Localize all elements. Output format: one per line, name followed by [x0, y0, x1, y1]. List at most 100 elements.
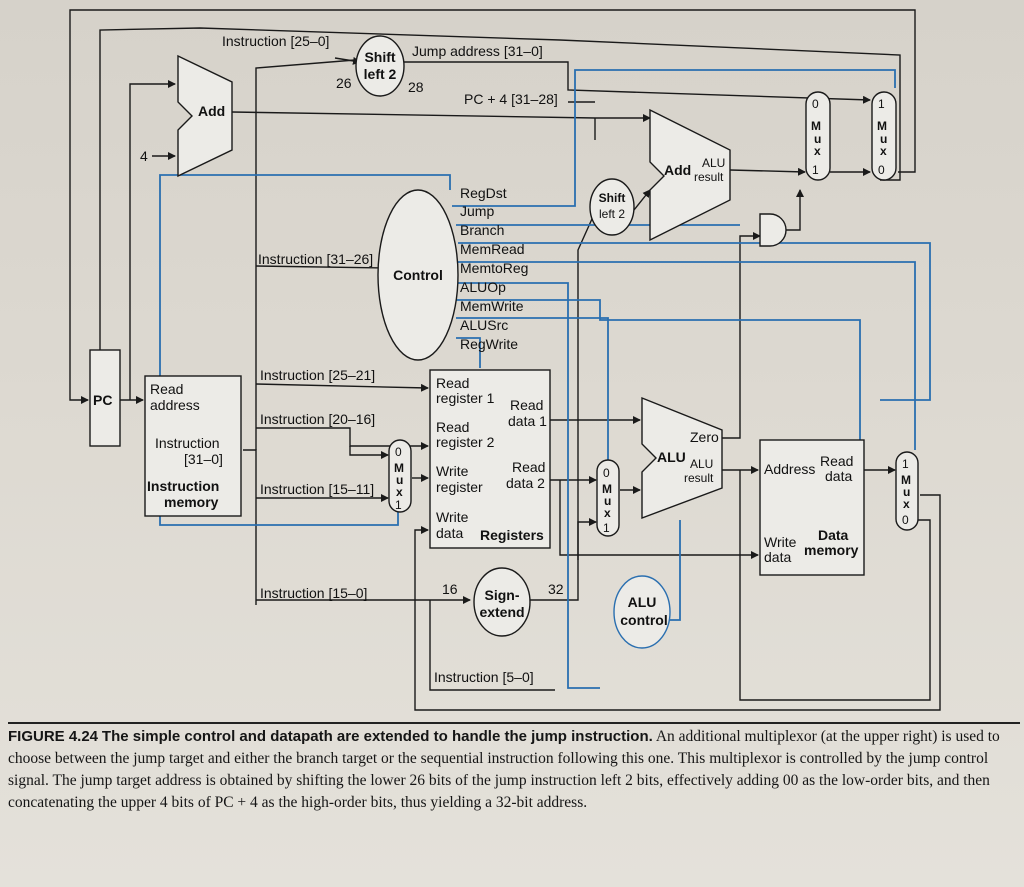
reg-write-b: register [436, 479, 483, 495]
alusrc-mux: 0 M u x 1 [596, 459, 620, 537]
caption-heading: The simple control and datapath are exte… [101, 728, 653, 745]
imem-title-1: Instruction [147, 478, 219, 494]
jump-mux-0: 0 [878, 163, 885, 177]
label-instr-20-16: Instruction [20–16] [260, 411, 375, 427]
alu-control-1: ALU [628, 594, 657, 610]
branch-adder-alu: ALU [702, 156, 725, 170]
caption-body: An additional multiplexor (at the upper … [8, 728, 1000, 811]
alusrc-mux-m: M [602, 482, 612, 496]
signal-regdst: RegDst [460, 185, 507, 201]
alusrc-mux-1: 1 [603, 521, 610, 535]
shift-jump-label-2: left 2 [364, 66, 397, 82]
alu-control-2: control [620, 612, 667, 628]
signal-branch: Branch [460, 222, 504, 238]
signal-regwrite: RegWrite [460, 336, 518, 352]
memtoreg-mux-1: 1 [902, 457, 909, 471]
alu-zero: Zero [690, 429, 719, 445]
alu-result-b: result [684, 471, 714, 485]
signal-aluop: ALUOp [460, 279, 506, 295]
reg-data1-b: data 1 [508, 413, 547, 429]
control-label: Control [393, 267, 443, 283]
reg-data2-a: Read [512, 459, 545, 475]
branch-mux-u: u [814, 132, 821, 146]
pc-label: PC [93, 392, 112, 408]
sign-extend-1: Sign- [485, 587, 520, 603]
reg-data2-b: data 2 [506, 475, 545, 491]
jump-mux-u: u [880, 132, 887, 146]
pc-register: PC [89, 349, 121, 447]
regdst-mux-u: u [396, 473, 403, 487]
imem-read: Read [150, 381, 183, 397]
control-unit: Control [377, 189, 459, 361]
dmem-title-2: memory [804, 542, 859, 558]
label-bits-32: 32 [548, 581, 564, 597]
regdst-mux-m: M [394, 461, 404, 475]
branch-mux-1: 1 [812, 163, 819, 177]
shift-left-2-jump: Shift left 2 [355, 35, 405, 97]
regdst-mux: 0 M u x 1 [388, 439, 412, 513]
signal-jump: Jump [460, 203, 494, 219]
register-file: Read register 1 Read data 1 Read registe… [429, 369, 551, 549]
and-gate [759, 213, 787, 247]
shift-left-2-branch: Shift left 2 [589, 178, 635, 236]
reg-read2-a: Read [436, 419, 469, 435]
dmem-read-a: Read [820, 453, 853, 469]
reg-wdata-a: Write [436, 509, 469, 525]
label-instr-31-26: Instruction [31–26] [258, 251, 373, 267]
label-instr-15-11: Instruction [15–11] [260, 481, 374, 497]
label-bits-16: 16 [442, 581, 458, 597]
dmem-title-1: Data [818, 527, 849, 543]
control-wires [159, 69, 931, 689]
signal-alusrc: ALUSrc [460, 317, 508, 333]
reg-data1-a: Read [510, 397, 543, 413]
memtoreg-mux-0: 0 [902, 513, 909, 527]
pc-adder-label: Add [198, 103, 225, 119]
reg-read1-a: Read [436, 375, 469, 391]
imem-title-2: memory [164, 494, 219, 510]
main-alu: Zero ALU ALU result [641, 396, 723, 520]
branch-adder: Add ALU result [649, 108, 731, 242]
shift-branch-label-2: left 2 [599, 207, 625, 221]
alu-control: ALU control [613, 575, 671, 649]
alu-label: ALU [657, 449, 686, 465]
alusrc-mux-u: u [604, 494, 611, 508]
label-instr-25-0: Instruction [25–0] [222, 33, 329, 49]
dmem-address: Address [764, 461, 815, 477]
alusrc-mux-x: x [604, 506, 611, 520]
jump-mux-1: 1 [878, 97, 885, 111]
reg-read2-b: register 2 [436, 434, 495, 450]
signal-memtoreg: MemtoReg [460, 260, 528, 276]
memtoreg-mux: 1 M u x 0 [895, 451, 919, 531]
registers-title: Registers [480, 527, 544, 543]
datapath-diagram: Shift left 2 Instruction [25–0] Jump add… [69, 9, 941, 711]
signal-memwrite: MemWrite [460, 298, 524, 314]
regdst-mux-x: x [396, 485, 403, 499]
memtoreg-mux-u: u [903, 485, 910, 499]
label-instr-15-0: Instruction [15–0] [260, 585, 367, 601]
label-instr-5-0: Instruction [5–0] [434, 669, 534, 685]
branch-adder-result: result [694, 170, 724, 184]
reg-read1-b: register 1 [436, 390, 495, 406]
reg-write-a: Write [436, 463, 469, 479]
imem-instruction: Instruction [155, 435, 220, 451]
datapath-wires [69, 9, 941, 711]
label-instr-25-21: Instruction [25–21] [260, 367, 375, 383]
alusrc-mux-0: 0 [603, 466, 610, 480]
regdst-mux-1: 1 [395, 498, 402, 512]
data-memory: Address Read data Write data Data memory [759, 439, 865, 576]
jump-mux: 1 M u x 0 [871, 91, 897, 181]
imem-bits: [31–0] [184, 451, 223, 467]
alu-result-a: ALU [690, 457, 713, 471]
regdst-mux-0: 0 [395, 445, 402, 459]
dmem-wdata-b: data [764, 549, 791, 565]
shift-jump-label-1: Shift [364, 49, 395, 65]
control-signal-labels: RegDst Jump Branch MemRead MemtoReg ALUO… [460, 185, 528, 352]
imem-address: address [150, 397, 200, 413]
memtoreg-mux-m: M [901, 473, 911, 487]
shift-branch-label-1: Shift [599, 191, 626, 205]
jump-mux-m: M [877, 119, 887, 133]
branch-adder-label: Add [664, 162, 691, 178]
label-bits-28: 28 [408, 79, 424, 95]
sign-extend-2: extend [479, 604, 524, 620]
